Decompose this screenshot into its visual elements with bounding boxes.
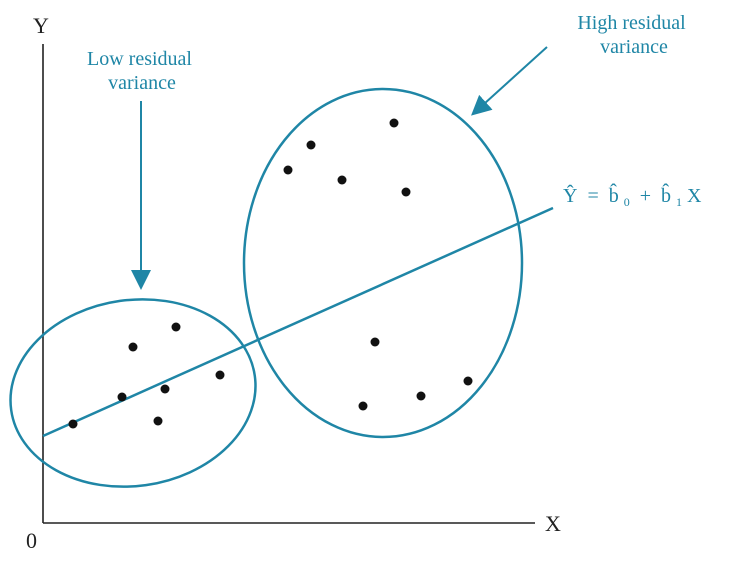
equation-b1-subscript: 1 <box>676 195 682 209</box>
low-variance-ellipse <box>9 298 257 488</box>
high-variance-ellipse <box>242 87 524 439</box>
equation-equals: = <box>582 185 603 207</box>
low-variance-label-line1: Low residual <box>87 48 192 70</box>
equation-plus: + <box>635 185 656 207</box>
data-point <box>128 342 138 352</box>
high-variance-label-line1: High residual <box>577 12 686 34</box>
data-point <box>171 322 181 332</box>
data-point <box>117 392 127 402</box>
y-axis-label: Y <box>33 13 49 38</box>
data-point <box>416 391 426 401</box>
high-variance-points <box>283 118 473 411</box>
data-point <box>337 175 347 185</box>
high-variance-label: High residual variance <box>577 12 690 58</box>
data-point <box>389 118 399 128</box>
high-variance-arrow <box>471 46 548 116</box>
equation-x: X <box>687 185 702 207</box>
data-point <box>463 376 473 386</box>
equation-b0: b̂ <box>609 182 619 207</box>
high-variance-label-line2: variance <box>600 36 668 58</box>
x-axis-label: X <box>545 511 561 536</box>
low-variance-points <box>68 322 225 429</box>
data-point <box>153 416 163 426</box>
regression-line <box>42 206 554 438</box>
low-variance-label: Low residual variance <box>87 48 197 94</box>
data-point <box>358 401 368 411</box>
equation-b0-subscript: 0 <box>624 195 630 209</box>
data-point <box>370 337 380 347</box>
data-point <box>283 165 293 175</box>
origin-label: 0 <box>26 528 37 553</box>
data-point <box>401 187 411 197</box>
data-point <box>215 370 225 380</box>
equation-b1: b̂ <box>661 182 671 207</box>
data-point <box>160 384 170 394</box>
low-variance-label-line2: variance <box>108 72 176 94</box>
data-point <box>68 419 78 429</box>
regression-equation: Ŷ = b̂ 0 + b̂ 1 X <box>563 182 702 211</box>
equation-lhs: Ŷ <box>563 184 577 207</box>
data-point <box>306 140 316 150</box>
